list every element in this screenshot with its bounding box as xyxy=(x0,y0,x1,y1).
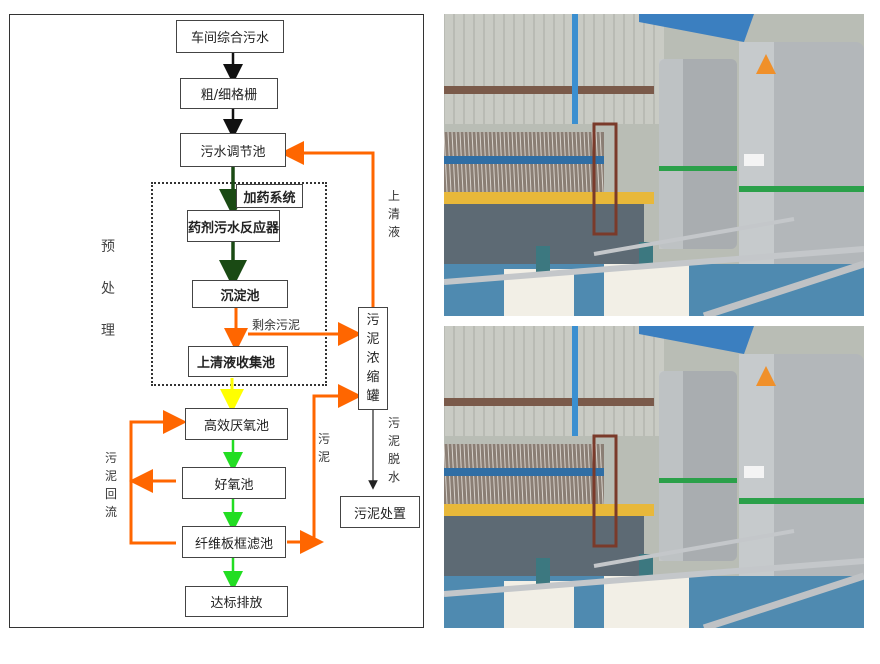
char: 罐 xyxy=(366,389,380,404)
char: 液 xyxy=(387,225,400,239)
box-anaerobic: 高效厌氧池 xyxy=(185,408,288,440)
box-sludge-disposal: 污泥处置 xyxy=(340,496,420,528)
logo-icon xyxy=(756,366,776,386)
roof-truss xyxy=(444,398,654,406)
steel-pipe xyxy=(702,260,864,316)
steel-pipe xyxy=(593,217,795,256)
tank-left-highlight xyxy=(659,59,683,249)
box-regulating-tank: 污水调节池 xyxy=(180,133,286,167)
steel-pipe xyxy=(593,529,795,568)
diagram-frame xyxy=(9,14,424,628)
mixer-motor-right xyxy=(639,554,653,578)
tank-right-band xyxy=(739,186,864,192)
mixer-motor-right xyxy=(639,242,653,266)
blue-column xyxy=(572,14,578,124)
char: 回 xyxy=(104,487,117,501)
box-sludge-thickener: 污泥浓缩罐 xyxy=(358,307,388,410)
box-fiber-filter: 纤维板框滤池 xyxy=(182,526,286,558)
red-support-frame xyxy=(592,434,618,548)
char: 清 xyxy=(387,207,400,221)
chemical-tank-right xyxy=(604,264,689,316)
char: 污 xyxy=(387,416,400,430)
char: 泥 xyxy=(104,469,117,483)
arrow-supernatant-return xyxy=(280,141,375,307)
red-support-frame xyxy=(592,122,618,236)
steel-pipe xyxy=(444,246,864,285)
label-supernatant: 上清液 xyxy=(386,187,402,241)
tank-left-highlight xyxy=(659,371,683,561)
tank-tag xyxy=(744,466,764,478)
char: 上 xyxy=(387,189,400,203)
yellow-platform xyxy=(444,192,654,204)
box-workshop-sewage: 车间综合污水 xyxy=(176,20,284,53)
label-excess-sludge: 剩余污泥 xyxy=(252,318,301,332)
box-grille: 粗/细格栅 xyxy=(180,78,278,109)
char: 泥 xyxy=(366,332,380,347)
tank-left-band xyxy=(659,478,737,483)
tank-left-band xyxy=(659,166,737,171)
mixer-motor-left xyxy=(536,246,550,272)
char: 浓 xyxy=(366,351,380,366)
char: 污 xyxy=(366,313,380,328)
tank-right-highlight xyxy=(739,354,774,604)
label-sludge-return: 污泥回流 xyxy=(103,449,119,521)
char: 污 xyxy=(104,451,117,465)
box-aerobic: 好氧池 xyxy=(182,467,286,499)
roof-truss xyxy=(444,86,654,94)
box-dosing-system: 加药系统 xyxy=(236,184,303,208)
blue-truss xyxy=(639,14,754,42)
char: 污 xyxy=(317,432,330,446)
press-frame xyxy=(444,468,604,476)
char: 泥 xyxy=(317,450,330,464)
label-sludge: 污泥 xyxy=(316,430,332,466)
box-reactor: 药剂污水反应器 xyxy=(187,210,280,242)
char: 理 xyxy=(101,323,115,339)
steel-pipe xyxy=(702,572,864,628)
blue-column xyxy=(572,326,578,436)
char: 缩 xyxy=(366,370,380,385)
yellow-platform xyxy=(444,504,654,516)
mixer-motor-left xyxy=(536,558,550,584)
flow-arrows xyxy=(129,53,378,591)
char: 泥 xyxy=(387,434,400,448)
char: 水 xyxy=(387,470,400,484)
box-sedimentation: 沉淀池 xyxy=(192,280,288,308)
pretreatment-boundary xyxy=(151,182,327,386)
steel-pipe xyxy=(444,558,864,597)
chemical-tank-right xyxy=(604,576,689,628)
char: 流 xyxy=(104,505,117,519)
label-sludge-dewatering: 污泥脱水 xyxy=(386,414,402,486)
press-frame xyxy=(444,156,604,164)
logo-icon xyxy=(756,54,776,74)
tank-right-band xyxy=(739,498,864,504)
tank-right-highlight xyxy=(739,42,774,292)
char: 脱 xyxy=(387,452,400,466)
equipment-photo-bottom xyxy=(444,326,864,628)
char: 预 xyxy=(101,239,115,255)
tank-tag xyxy=(744,154,764,166)
equipment-photo-top xyxy=(444,14,864,316)
char: 处 xyxy=(101,281,115,297)
box-discharge: 达标排放 xyxy=(185,586,288,617)
box-supernatant-tank: 上清液收集池 xyxy=(188,346,288,377)
label-pretreatment: 预处理 xyxy=(100,226,116,352)
blue-truss xyxy=(639,326,754,354)
